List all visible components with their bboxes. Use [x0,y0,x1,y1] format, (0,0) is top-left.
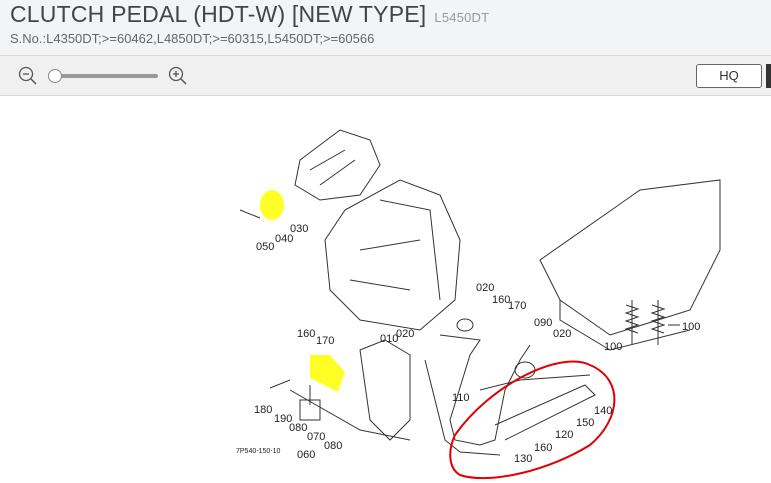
part-label[interactable]: 170 [316,335,334,347]
highlight-070[interactable] [310,355,345,392]
part-label[interactable]: 020 [396,328,414,340]
diagram-lines [239,129,721,456]
part-label[interactable]: 190 [274,413,292,425]
zoom-slider[interactable] [48,69,158,83]
part-label[interactable]: 080 [289,422,307,434]
drawing-code: 7P540-150-10 [236,448,280,455]
slider-thumb[interactable] [48,69,62,83]
part-label[interactable]: 130 [514,453,532,465]
model-label: L5450DT [434,10,490,25]
part-label[interactable]: 070 [307,431,325,443]
part-label[interactable]: 010 [380,333,398,345]
title-text: CLUTCH PEDAL (HDT-W) [NEW TYPE] [10,1,427,27]
part-label[interactable]: 030 [290,223,308,235]
part-label[interactable]: 100 [604,341,622,353]
part-label[interactable]: 080 [324,440,342,452]
part-label[interactable]: 020 [476,282,494,294]
highlight-040[interactable] [260,190,284,220]
side-panel-edge[interactable] [766,64,771,88]
part-label[interactable]: 050 [256,241,274,253]
part-label[interactable]: 160 [492,294,510,306]
part-label[interactable]: 090 [534,317,552,329]
part-label[interactable]: 160 [297,328,315,340]
slider-track [52,74,158,78]
part-label[interactable]: 100 [682,321,700,333]
part-label[interactable]: 150 [576,417,594,429]
part-label[interactable]: 170 [508,300,526,312]
highlight-marks [260,190,345,392]
red-annotation-circle [449,360,616,480]
parts-diagram: 0300400500201601700900200100201601701101… [236,129,721,480]
zoom-in-icon[interactable] [168,66,188,86]
part-label[interactable]: 120 [555,429,573,441]
part-label[interactable]: 060 [297,449,315,461]
zoom-out-icon[interactable] [18,66,38,86]
part-label[interactable]: 040 [275,233,293,245]
page-title: CLUTCH PEDAL (HDT-W) [NEW TYPE] L5450DT [10,1,489,28]
toolbar: HQ [0,56,771,96]
part-label[interactable]: 020 [553,328,571,340]
part-label[interactable]: 110 [452,392,470,404]
serial-number-text: S.No.:L4350DT;>=60462,L4850DT;>=60315,L5… [10,31,375,46]
part-label[interactable]: 140 [594,405,612,417]
page-header: CLUTCH PEDAL (HDT-W) [NEW TYPE] L5450DT S… [0,0,771,56]
part-label[interactable]: 160 [534,442,552,454]
part-label[interactable]: 180 [254,404,272,416]
hq-button[interactable]: HQ [696,64,762,88]
